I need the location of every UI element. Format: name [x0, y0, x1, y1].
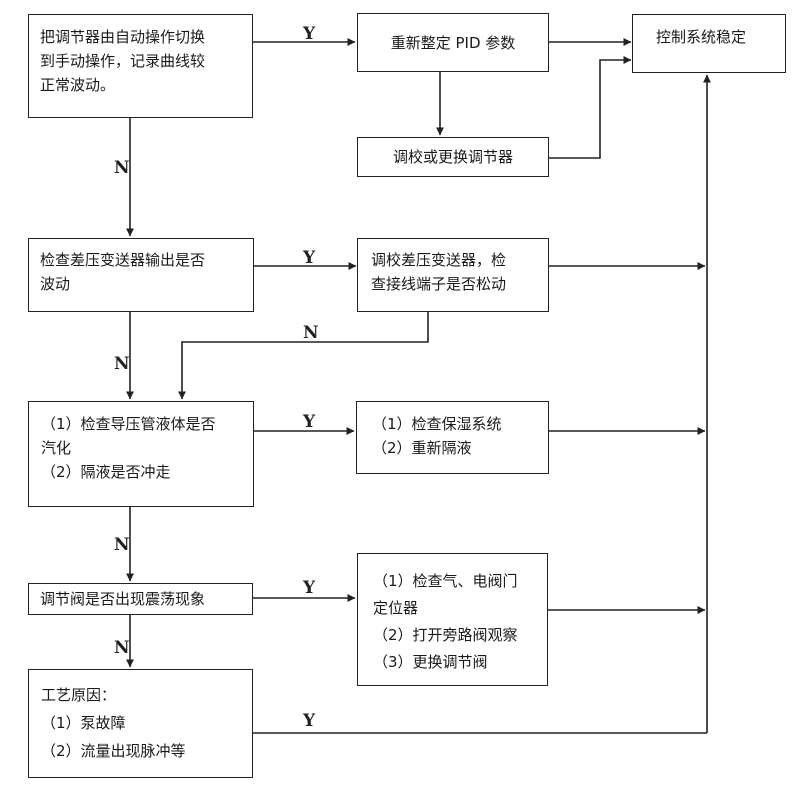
check-dp-output-line-1: 检查差压变送器输出是否 [40, 251, 206, 269]
process-causes-line-2: （1）泵故障 [41, 714, 126, 732]
valve-actions-line-3: （2）打开旁路阀观察 [373, 626, 518, 644]
valve-actions-line-4: （3）更换调节阀 [373, 653, 488, 671]
system-stable-box: 控制系统稳定 [632, 14, 786, 73]
arrow-replace-to-stable [549, 56, 632, 159]
yes-label-dp: Y [303, 248, 316, 268]
calibrate-dp-box: 调校差压变送器，检 查接线端子是否松动 [357, 238, 549, 312]
replace-regulator-box: 调校或更换调节器 [357, 137, 549, 177]
manual-switch-line-2: 到手动操作，记录曲线较 [40, 52, 206, 70]
manual-switch-line-3: 正常波动。 [40, 76, 116, 94]
check-impulse-line-3: （2）隔液是否冲走 [41, 463, 171, 481]
no-label-valve: N [114, 638, 130, 658]
yes-label-pid: Y [303, 24, 316, 44]
process-causes-line-1: 工艺原因： [41, 686, 117, 704]
no-label-calibrate: N [303, 323, 319, 343]
valve-actions-line-1: （1）检查气、电阀门 [373, 572, 518, 590]
valve-actions-line-2: 定位器 [373, 599, 419, 617]
no-label-manual: N [114, 158, 130, 178]
check-dp-output-line-2: 波动 [40, 275, 71, 293]
system-stable-label: 控制系统稳定 [656, 28, 747, 46]
check-humidity-line-2: （2）重新隔液 [372, 439, 472, 457]
manual-switch-line-1: 把调节器由自动操作切换 [40, 28, 206, 46]
valve-actions-box: （1）检查气、电阀门 定位器 （2）打开旁路阀观察 （3）更换调节阀 [357, 553, 548, 686]
check-humidity-box: （1）检查保湿系统 （2）重新隔液 [356, 401, 549, 474]
check-impulse-box: （1）检查导压管液体是否 汽化 （2）隔液是否冲走 [28, 401, 254, 507]
yes-label-causes: Y [303, 711, 316, 731]
yes-label-impulse: Y [303, 412, 316, 432]
check-dp-output-box: 检查差压变送器输出是否 波动 [28, 238, 254, 312]
no-label-impulse: N [114, 535, 130, 555]
calibrate-dp-line-2: 查接线端子是否松动 [371, 275, 507, 293]
no-label-dp: N [114, 354, 130, 374]
check-valve-label: 调节阀是否出现震荡现象 [40, 590, 206, 608]
replace-regulator-label: 调校或更换调节器 [392, 148, 513, 166]
check-humidity-line-1: （1）检查保湿系统 [372, 415, 502, 433]
retune-pid-box: 重新整定 PID 参数 [357, 13, 549, 72]
yes-label-valve: Y [303, 578, 316, 598]
retune-pid-label: 重新整定 PID 参数 [390, 33, 516, 52]
check-impulse-line-2: 汽化 [41, 439, 72, 457]
process-causes-line-3: （2）流量出现脉冲等 [41, 742, 186, 760]
calibrate-dp-line-1: 调校差压变送器，检 [371, 251, 507, 269]
check-impulse-line-1: （1）检查导压管液体是否 [41, 415, 216, 433]
manual-switch-box: 把调节器由自动操作切换 到手动操作，记录曲线较 正常波动。 [28, 14, 253, 118]
process-causes-box: 工艺原因： （1）泵故障 （2）流量出现脉冲等 [28, 669, 253, 778]
check-valve-box: 调节阀是否出现震荡现象 [28, 583, 253, 615]
